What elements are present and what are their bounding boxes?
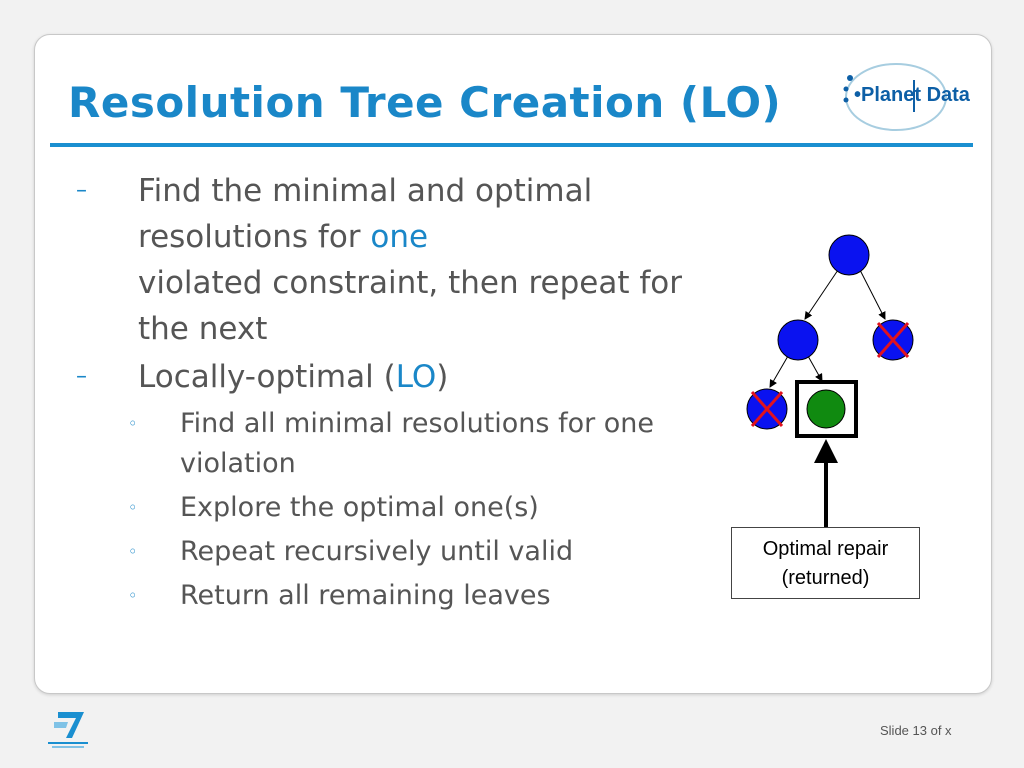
fp7-logo-icon (48, 712, 88, 748)
tree-node (777, 319, 819, 361)
bullet-item: – Locally-optimal (LO) (70, 354, 690, 400)
bullet-item: – Find the minimal and optimal resolutio… (70, 168, 690, 352)
red-cross-icon (876, 322, 910, 358)
bullet-text: ) (436, 359, 449, 395)
resolution-tree-diagram (746, 234, 914, 527)
logo-text: •Planet Data (854, 84, 970, 106)
red-cross-icon (750, 391, 784, 427)
bullet-accent: LO (395, 359, 437, 395)
bullet-dash: – (76, 364, 87, 389)
sub-bullet-text: Find all minimal resolutions for one vio… (180, 408, 655, 479)
bullet-list: – Find the minimal and optimal resolutio… (70, 168, 690, 616)
tree-node-root (828, 234, 870, 276)
bullet-text: violated constraint, then repeat for the… (138, 265, 683, 347)
sub-bullet-marker: ◦ (128, 586, 138, 605)
sub-bullet-text: Explore the optimal one(s) (180, 492, 539, 523)
optimal-repair-callout: Optimal repair (returned) (731, 527, 920, 599)
bullet-accent: one (370, 219, 429, 255)
tree-node-optimal (806, 389, 846, 429)
tree-edge (769, 355, 789, 388)
slide-title: Resolution Tree Creation (LO) (68, 78, 782, 127)
optimal-highlight-box (795, 380, 858, 438)
sub-bullet-text: Return all remaining leaves (180, 580, 551, 611)
sub-bullet-marker: ◦ (128, 498, 138, 517)
sub-bullet-marker: ◦ (128, 414, 138, 433)
sub-bullet-item: ◦ Return all remaining leaves (70, 576, 690, 616)
bullet-text: Find the minimal and optimal resolutions… (138, 173, 593, 255)
bullet-text: Locally-optimal ( (138, 359, 396, 395)
callout-line: (returned) (781, 567, 870, 589)
sub-bullet-item: ◦ Explore the optimal one(s) (70, 488, 690, 528)
slide-number: Slide 13 of x (880, 723, 952, 738)
bullet-dash: – (76, 178, 87, 203)
tree-edge (804, 269, 839, 320)
title-rule (50, 143, 973, 147)
tree-edge (807, 355, 823, 382)
sub-bullet-text: Repeat recursively until valid (180, 536, 574, 567)
callout-line: Optimal repair (762, 538, 889, 560)
planet-data-logo-icon (843, 63, 947, 131)
sub-bullet-item: ◦ Find all minimal resolutions for one v… (70, 404, 690, 484)
sub-bullet-item: ◦ Repeat recursively until valid (70, 532, 690, 572)
sub-bullet-marker: ◦ (128, 542, 138, 561)
tree-edge (859, 269, 886, 320)
